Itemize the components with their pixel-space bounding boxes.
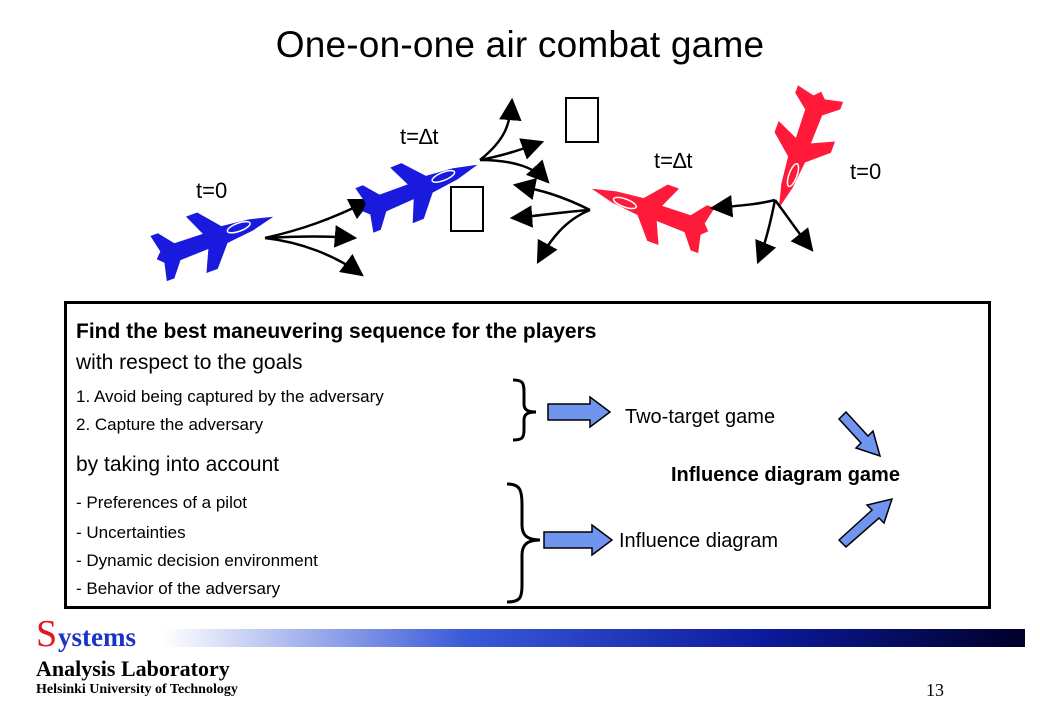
box-heading: Find the best maneuvering sequence for t… (76, 320, 597, 343)
factor-item: - Preferences of a pilot (76, 493, 248, 512)
blue-maneuver-arrows-t0 (264, 198, 373, 277)
goals-box: Find the best maneuvering sequence for t… (64, 301, 991, 609)
time-label-blue-dt: t=∆t (400, 124, 439, 149)
red-jet-t0 (749, 80, 851, 220)
goal-item: 1. Avoid being captured by the adversary (76, 387, 384, 406)
goal-item: 2. Capture the adversary (76, 415, 264, 434)
influence-diagram-label: Influence diagram (619, 530, 778, 552)
missing-glyph-icon (450, 186, 484, 232)
red-jet-dt (580, 159, 720, 261)
air-combat-scene (145, 80, 851, 289)
box-line-account: by taking into account (76, 453, 280, 476)
factor-item: - Dynamic decision environment (76, 551, 318, 570)
red-maneuver-arrows-dt (509, 177, 591, 264)
box-line-goals: with respect to the goals (76, 351, 303, 374)
time-label-red-dt: t=∆t (654, 148, 693, 173)
factor-item: - Behavior of the adversary (76, 579, 281, 598)
factor-item: - Uncertainties (76, 523, 186, 542)
page-number: 13 (926, 680, 944, 700)
blue-maneuver-arrows-dt (479, 97, 550, 184)
logo-s: S (36, 613, 58, 655)
missing-glyph-icon (565, 97, 599, 143)
two-target-game-label: Two-target game (625, 406, 776, 428)
footer-gradient-bar (163, 629, 1025, 647)
time-label-red-t0: t=0 (850, 159, 882, 184)
time-label-blue-t0: t=0 (196, 178, 228, 203)
influence-diagram-game-label: Influence diagram game (671, 464, 900, 486)
slide-title: One-on-one air combat game (275, 24, 765, 65)
logo-lab-name: Analysis Laboratory (36, 656, 230, 681)
logo-systems: ystems (58, 622, 136, 652)
logo-university: Helsinki University of Technology (36, 682, 238, 697)
red-maneuver-arrows-t0 (709, 195, 814, 265)
